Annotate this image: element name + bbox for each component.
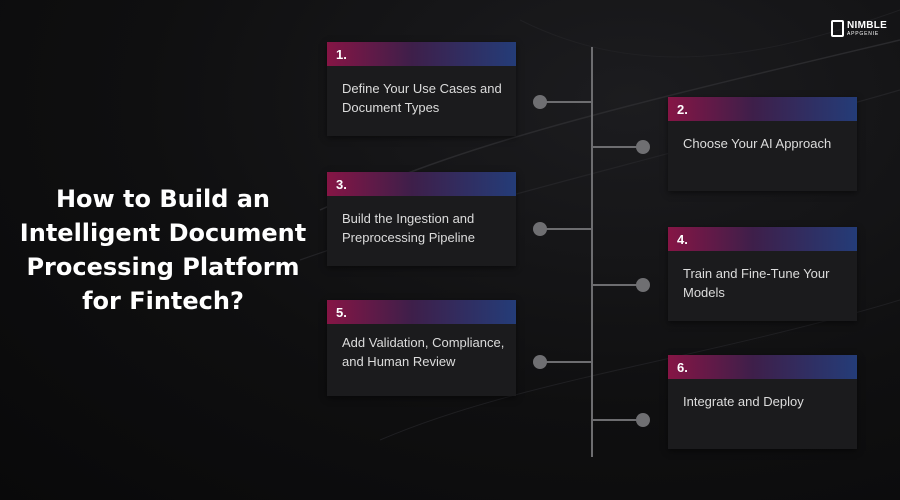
logo-name: NIMBLE	[847, 19, 888, 31]
logo-icon	[831, 20, 844, 37]
node-dot-step-3	[533, 222, 547, 236]
step-text: Build the Ingestion and Preprocessing Pi…	[342, 211, 475, 245]
step-card-header: 5.	[327, 300, 516, 324]
step-card-header: 4.	[668, 227, 857, 251]
page-title: How to Build an Intelligent Document Pro…	[19, 185, 307, 315]
step-card-header: 3.	[327, 172, 516, 196]
step-card-3: 3. Build the Ingestion and Preprocessing…	[327, 172, 516, 266]
connector-step-5	[540, 361, 592, 363]
step-card-5: 5. Add Validation, Compliance, and Human…	[327, 300, 516, 396]
step-number: 1.	[336, 46, 347, 62]
connector-step-3	[540, 228, 592, 230]
step-text: Choose Your AI Approach	[683, 136, 832, 151]
node-dot-step-5	[533, 355, 547, 369]
step-text: Train and Fine-Tune Your Models	[683, 266, 830, 300]
step-card-1: 1. Define Your Use Cases and Document Ty…	[327, 42, 516, 136]
connector-step-2	[592, 146, 642, 148]
step-text: Add Validation, Compliance, and Human Re…	[342, 335, 505, 369]
logo-subtitle: APPGENIE	[847, 30, 879, 37]
step-number: 2.	[677, 101, 688, 117]
step-number: 4.	[677, 231, 688, 247]
step-card-header: 6.	[668, 355, 857, 379]
step-card-header: 1.	[327, 42, 516, 66]
connector-step-1	[540, 101, 592, 103]
node-dot-step-2	[636, 140, 650, 154]
step-card-4: 4. Train and Fine-Tune Your Models	[668, 227, 857, 321]
node-dot-step-6	[636, 413, 650, 427]
step-number: 6.	[677, 359, 688, 375]
step-card-6: 6. Integrate and Deploy	[668, 355, 857, 449]
step-number: 5.	[336, 304, 347, 320]
node-dot-step-1	[533, 95, 547, 109]
step-number: 3.	[336, 176, 347, 192]
logo: NIMBLE APPGENIE	[831, 20, 887, 37]
step-text: Integrate and Deploy	[683, 394, 804, 409]
step-card-2: 2. Choose Your AI Approach	[668, 97, 857, 191]
connector-step-4	[592, 284, 642, 286]
step-text: Define Your Use Cases and Document Types	[342, 81, 502, 115]
node-dot-step-4	[636, 278, 650, 292]
timeline-spine	[591, 47, 593, 457]
step-card-header: 2.	[668, 97, 857, 121]
connector-step-6	[592, 419, 642, 421]
